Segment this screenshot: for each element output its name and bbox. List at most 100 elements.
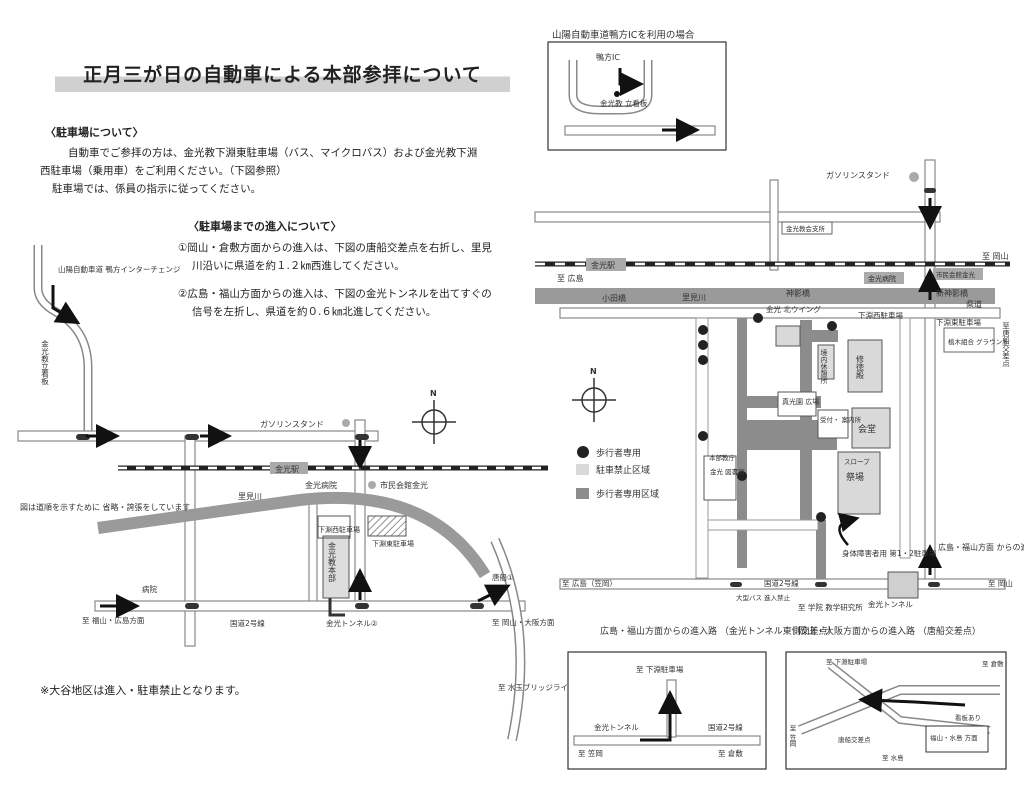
label-kamikage: 神影橋 — [786, 288, 810, 298]
left-map: 山陽自動車道 鴨方インターチェンジ 金光教立看板 ガソリンスタンド 金光駅 金光… — [17, 245, 575, 742]
label-slope: スロープ — [844, 458, 870, 466]
no-parking-road — [707, 519, 819, 531]
pedestrian-area — [800, 320, 812, 530]
label-station: 金光駅 — [275, 464, 299, 474]
nishi-parking-lot — [317, 515, 351, 539]
pedestrian-icon — [698, 431, 708, 441]
pedestrian-area — [816, 520, 826, 580]
route-arrow — [837, 512, 860, 546]
label-reception: 受付・ 案内所 — [820, 415, 862, 424]
inset-hiroshima-title: 広島・福山方面からの進入路 （金光トンネル東側交差点） — [600, 625, 837, 637]
ic-inset: 山陽自動車道鴨方ICを利用の場合 鴨方IC 金光教 立看板 — [547, 29, 727, 151]
inset-okayama-fukuyama: 福山・水島 方面 — [930, 733, 978, 742]
inset-hiroshima-to-kurashiki: 至 倉敷 — [718, 748, 743, 758]
road-honbu — [308, 499, 318, 611]
label-north: N — [590, 367, 597, 376]
traffic-light — [185, 603, 199, 609]
station-box — [586, 258, 626, 271]
label-gas-station: ガソリンスタンド — [260, 419, 324, 429]
inset-hiroshima-to-kasaoka: 至 笠岡 — [578, 748, 603, 758]
pedestrian-icon — [827, 321, 837, 331]
hall-icon — [368, 481, 376, 489]
label-nishi-parking: 下淵西駐車場 — [858, 310, 903, 320]
pedestrian-icon — [816, 512, 826, 522]
label-ic: 山陽自動車道 鴨方インターチェンジ — [58, 264, 181, 274]
label-to-hiroshima2: 至 広島（笠岡） — [562, 578, 617, 588]
inset-okayama-karafune: 唐船交差点 — [838, 735, 871, 744]
pedestrian-icon — [698, 355, 708, 365]
label-to-hiroshima: 至 広島 — [557, 273, 584, 283]
traffic-light — [730, 582, 742, 587]
traffic-light — [815, 582, 827, 587]
river-satomi — [97, 491, 491, 579]
kaido-building — [851, 407, 891, 449]
label-to-mizutama: 至 水玉ブリッジライン — [498, 682, 575, 692]
label-hospital: 金光病院 — [305, 480, 337, 490]
kendo-north — [924, 159, 936, 581]
legend-swatch-dark — [576, 488, 589, 499]
tunnel-mark — [887, 571, 919, 599]
traffic-light — [355, 434, 369, 440]
route-arrow — [51, 285, 81, 325]
inset-hiroshima: 広島・福山方面からの進入路 （金光トンネル東側交差点） 至 下淵駐車場 金光トン… — [567, 625, 837, 770]
hall-box — [933, 268, 983, 280]
inset-okayama-to-kurashiki: 至 倉敷 — [982, 659, 1004, 668]
ic-inset-label-sign: 金光教 立看板 — [600, 98, 648, 108]
label-honbu: 金光教本部 — [328, 541, 337, 583]
traffic-light — [924, 188, 936, 193]
pedestrian-area — [812, 330, 838, 342]
label-entry: 広島・福山方面 からの進入路 — [938, 542, 1024, 552]
label-caption: 図は道順を示すために 省略・誇張をしています — [20, 502, 190, 512]
approach-heading: 〈駐車場までの進入について〉 — [188, 220, 342, 233]
inset-okayama-title: 岡山・大阪方面からの進入路 （唐船交差点） — [798, 625, 981, 637]
approach-item2-line1: ②広島・福山方面からの進入は、下図の金光トンネルを出てすぐの — [178, 288, 492, 300]
traffic-light — [185, 434, 199, 440]
ic-inset-label-ic: 鴨方IC — [596, 52, 620, 62]
label-institute: 至 学院 教学研究所 — [798, 602, 863, 612]
legend-no-parking: 駐車禁止区域 — [596, 464, 650, 476]
pedestrian-icon — [698, 340, 708, 350]
road-mid — [769, 179, 779, 271]
label-shin-kamikage: 新神影橋 — [936, 288, 968, 298]
no-parking-road — [695, 317, 709, 579]
label-shutoku: 修徳殿 — [856, 354, 865, 380]
label-tunnel: 金光トンネル② — [326, 618, 378, 628]
legend-pedestrian-area: 歩行者専用区域 — [596, 488, 659, 500]
label-honbu-cho: 本部教庁 — [709, 453, 736, 462]
kendo — [559, 307, 1001, 319]
label-river: 里見川 — [682, 293, 706, 302]
right-map: ガソリンスタンド 金光教会支所 金光駅 至 広島 至 岡山 金光病院 市民会館金… — [534, 159, 1024, 612]
label-kaido: 会堂 — [858, 423, 876, 435]
label-tunnel: 金光トンネル — [868, 599, 913, 609]
label-higashi-parking: 下淵東駐車場 — [936, 317, 981, 327]
pedestrian-icon — [753, 313, 763, 323]
route-arrow — [618, 68, 644, 96]
label-konko-north: 金光 北ウイング — [766, 304, 821, 314]
label-konko-sign: 金光教立看板 — [40, 339, 49, 387]
label-nishi-parking: 下淵西駐車場 — [318, 525, 360, 534]
label-route2: 国道2号線 — [230, 618, 265, 628]
inset-hiroshima-to-parking: 至 下淵駐車場 — [636, 664, 684, 674]
legend-pedestrian-only: 歩行者専用 — [596, 447, 641, 459]
label-library: 金光 図書館 — [710, 467, 745, 476]
label-hospital: 金光病院 — [868, 274, 896, 283]
label-kendo: 県道 — [966, 299, 982, 309]
north-wing-building — [775, 325, 801, 347]
parking-line-2: 西駐車場（乗用車）をご利用ください。（下図参照） — [40, 165, 287, 177]
pedestrian-icon — [577, 446, 589, 458]
label-north: N — [430, 389, 437, 398]
inset-hiroshima-tunnel: 金光トンネル — [594, 722, 639, 732]
label-to-okayama: 至 岡山・大阪方面 — [492, 617, 555, 627]
sign-icon — [614, 91, 620, 97]
label-to-okayama: 至 岡山 — [982, 251, 1009, 261]
label-to-fukuyama: 至 福山・広島方面 — [82, 615, 145, 625]
parking-line-3: 駐車場では、係員の指示に従ってください。 — [52, 183, 262, 195]
traffic-light — [355, 603, 369, 609]
rest-building — [817, 344, 835, 380]
branch-box — [781, 221, 833, 235]
inset-okayama-to-mizushima: 至 水島 — [882, 753, 904, 762]
label-higashi-parking: 下淵東駐車場 — [372, 539, 414, 548]
upper-road — [534, 211, 941, 223]
compass-icon — [412, 400, 456, 444]
